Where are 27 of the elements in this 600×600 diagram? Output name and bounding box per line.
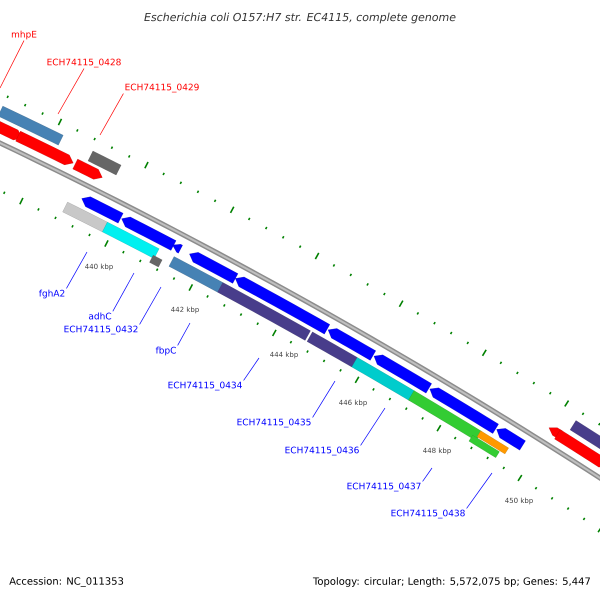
gene-label: ECH74115_0434 [168, 382, 242, 390]
gene-label: ECH74115_0432 [64, 326, 138, 334]
leader-line [177, 322, 190, 346]
gene-label: fghA2 [38, 290, 64, 298]
gene-label: ECH74115_0428 [48, 58, 121, 68]
gene-label: ECH74115_0437 [348, 482, 421, 492]
leader-line [112, 272, 134, 312]
leader-line [66, 252, 88, 289]
accession-text: Accession: NC_011353 [9, 577, 124, 587]
leader-line [312, 380, 336, 418]
gene-label: adhC [88, 312, 112, 320]
leader-line [360, 408, 386, 446]
gene-label: fbpC [156, 346, 176, 356]
leader-line [243, 358, 260, 381]
leader-line [139, 286, 162, 325]
leader-line [0, 40, 24, 88]
leader-line [466, 472, 492, 509]
leader-line [58, 68, 84, 114]
leader-line [422, 468, 432, 482]
gene-label: ECH74115_0435 [238, 418, 311, 428]
title: Escherichia coli O157:H7 str. EC4115, complete genome [144, 12, 456, 24]
gene-label: ECH74115_0438 [392, 510, 465, 518]
leader-line [100, 93, 124, 136]
genome-info-text: Topology: circular; Length: 5,572,075 bp; Genes: 5,447 [312, 577, 590, 587]
gene-label: mhpE [12, 30, 36, 40]
gene-label: ECH74115_0436 [286, 446, 359, 456]
gene-label: ECH74115_0429 [126, 84, 199, 92]
